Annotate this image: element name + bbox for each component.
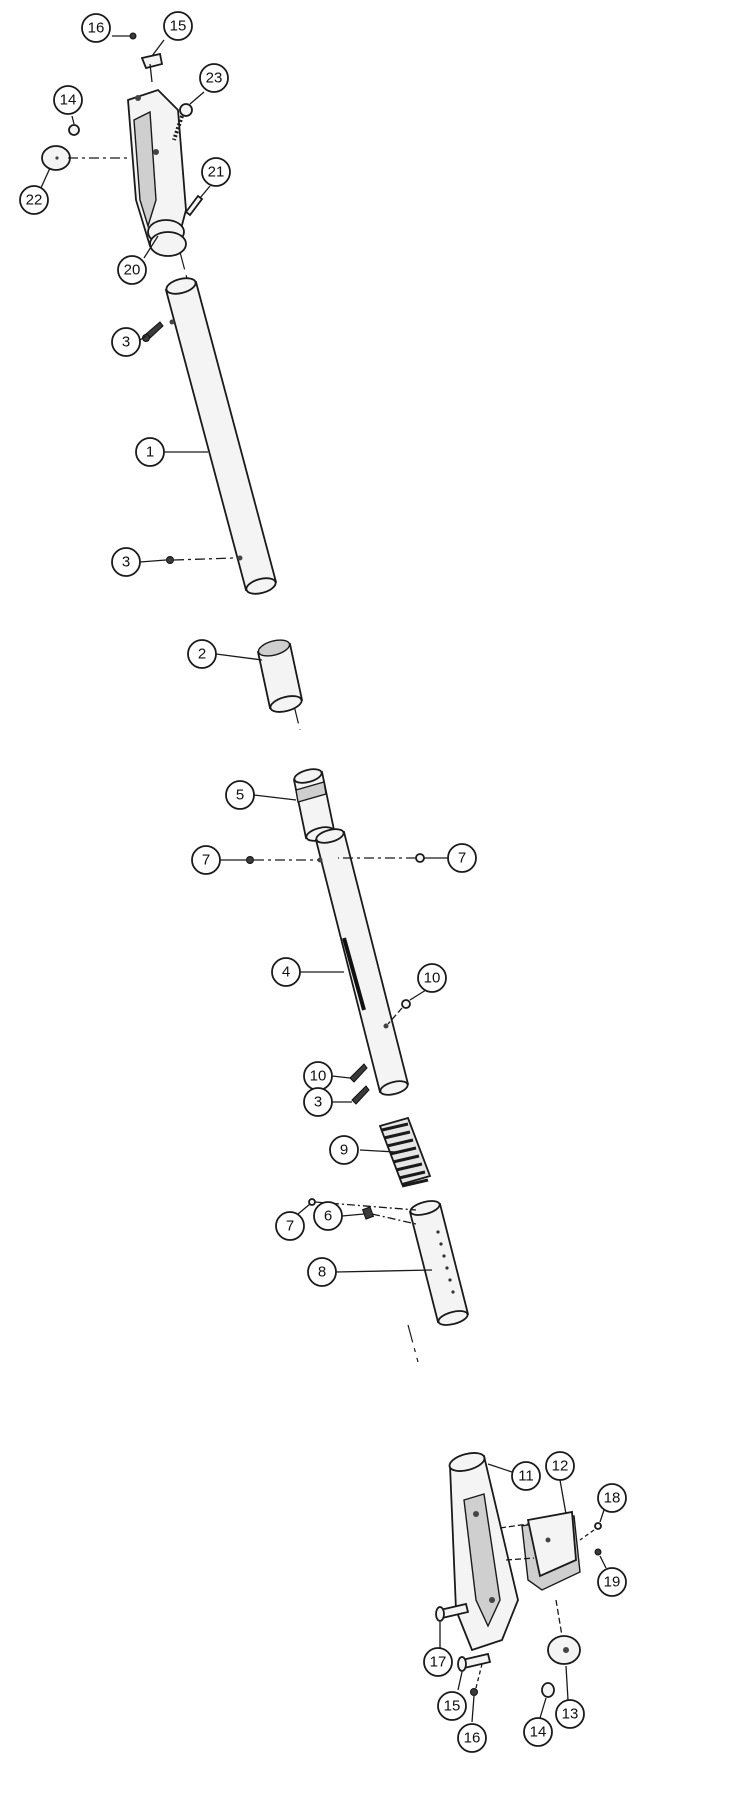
callout-11-label: 11 <box>518 1468 534 1485</box>
callout-4-label: 4 <box>282 964 290 981</box>
callout-10-left-label: 10 <box>310 1068 327 1085</box>
callout-3-bottom: 3 <box>303 1087 333 1117</box>
callout-12: 12 <box>545 1451 575 1481</box>
callout-10-left: 10 <box>303 1061 333 1091</box>
sleeve-part-2 <box>256 639 304 713</box>
middle-hardware <box>246 853 425 1105</box>
callout-4: 4 <box>271 957 301 987</box>
callout-5: 5 <box>225 780 255 810</box>
callout-18-label: 18 <box>604 1490 621 1507</box>
callout-7-left-label: 7 <box>202 852 210 869</box>
callout-1-label: 1 <box>146 444 154 461</box>
callout-14-bottom-label: 14 <box>530 1724 547 1741</box>
callout-19: 19 <box>597 1567 627 1597</box>
callout-22: 22 <box>19 185 49 215</box>
callout-12-label: 12 <box>552 1458 569 1475</box>
callout-1: 1 <box>135 437 165 467</box>
callout-17: 17 <box>423 1647 453 1677</box>
lower-tube-part-8 <box>408 1200 470 1326</box>
callout-13-label: 13 <box>562 1706 579 1723</box>
callout-14-top-label: 14 <box>60 92 77 109</box>
callout-7-lower-label: 7 <box>286 1218 294 1235</box>
callout-7-right-label: 7 <box>458 850 466 867</box>
callout-16-bottom: 16 <box>457 1723 487 1753</box>
callout-7-left: 7 <box>191 845 221 875</box>
callout-18: 18 <box>597 1483 627 1513</box>
upper-tube-part-1 <box>164 277 278 595</box>
callout-leaders <box>39 35 607 1723</box>
callout-23-label: 23 <box>206 70 223 87</box>
callout-21: 21 <box>201 157 231 187</box>
callout-11: 11 <box>511 1461 541 1491</box>
callout-13: 13 <box>555 1699 585 1729</box>
left-bolts <box>435 1602 492 1696</box>
callout-15-top-label: 15 <box>170 18 187 35</box>
callout-6: 6 <box>313 1201 343 1231</box>
callout-20-label: 20 <box>124 262 141 279</box>
callout-7-right: 7 <box>447 843 477 873</box>
middle-tube-part-4 <box>314 828 410 1096</box>
callout-14-bottom: 14 <box>523 1717 553 1747</box>
bottom-disc-hardware <box>541 1599 581 1698</box>
callout-3-mid: 3 <box>111 547 141 577</box>
callout-22-label: 22 <box>26 192 43 209</box>
callout-20: 20 <box>117 255 147 285</box>
plate-part-12 <box>499 1510 581 1591</box>
callout-23: 23 <box>199 63 229 93</box>
callout-8: 8 <box>307 1257 337 1287</box>
callout-7-lower: 7 <box>275 1211 305 1241</box>
callout-15-top: 15 <box>163 11 193 41</box>
callout-16-top: 16 <box>81 13 111 43</box>
callout-14-top: 14 <box>53 85 83 115</box>
callout-2-label: 2 <box>198 646 206 663</box>
callout-8-label: 8 <box>318 1264 326 1281</box>
callout-16-top-label: 16 <box>88 20 105 37</box>
callout-5-label: 5 <box>236 787 244 804</box>
callout-3-bottom-label: 3 <box>314 1094 322 1111</box>
callout-3-top: 3 <box>111 327 141 357</box>
callout-10-right: 10 <box>417 963 447 993</box>
callout-10-right-label: 10 <box>424 970 441 987</box>
callout-6-label: 6 <box>324 1208 332 1225</box>
top-handle-part-20 <box>127 88 187 257</box>
callout-15-bottom-label: 15 <box>444 1698 461 1715</box>
top-hardware <box>41 32 204 217</box>
tube-screws <box>142 321 235 564</box>
callout-15-bottom: 15 <box>437 1691 467 1721</box>
callout-16-bottom-label: 16 <box>464 1730 481 1747</box>
callout-9: 9 <box>329 1135 359 1165</box>
callout-3-top-label: 3 <box>122 334 130 351</box>
right-nuts <box>579 1522 602 1556</box>
callout-21-label: 21 <box>208 164 225 181</box>
callout-3-mid-label: 3 <box>122 554 130 571</box>
callout-9-label: 9 <box>340 1142 348 1159</box>
callout-17-label: 17 <box>430 1654 447 1671</box>
callout-2: 2 <box>187 639 217 669</box>
spring-part-9 <box>378 1116 432 1188</box>
callout-19-label: 19 <box>604 1574 621 1591</box>
bottom-handle-part-11 <box>448 1452 519 1652</box>
